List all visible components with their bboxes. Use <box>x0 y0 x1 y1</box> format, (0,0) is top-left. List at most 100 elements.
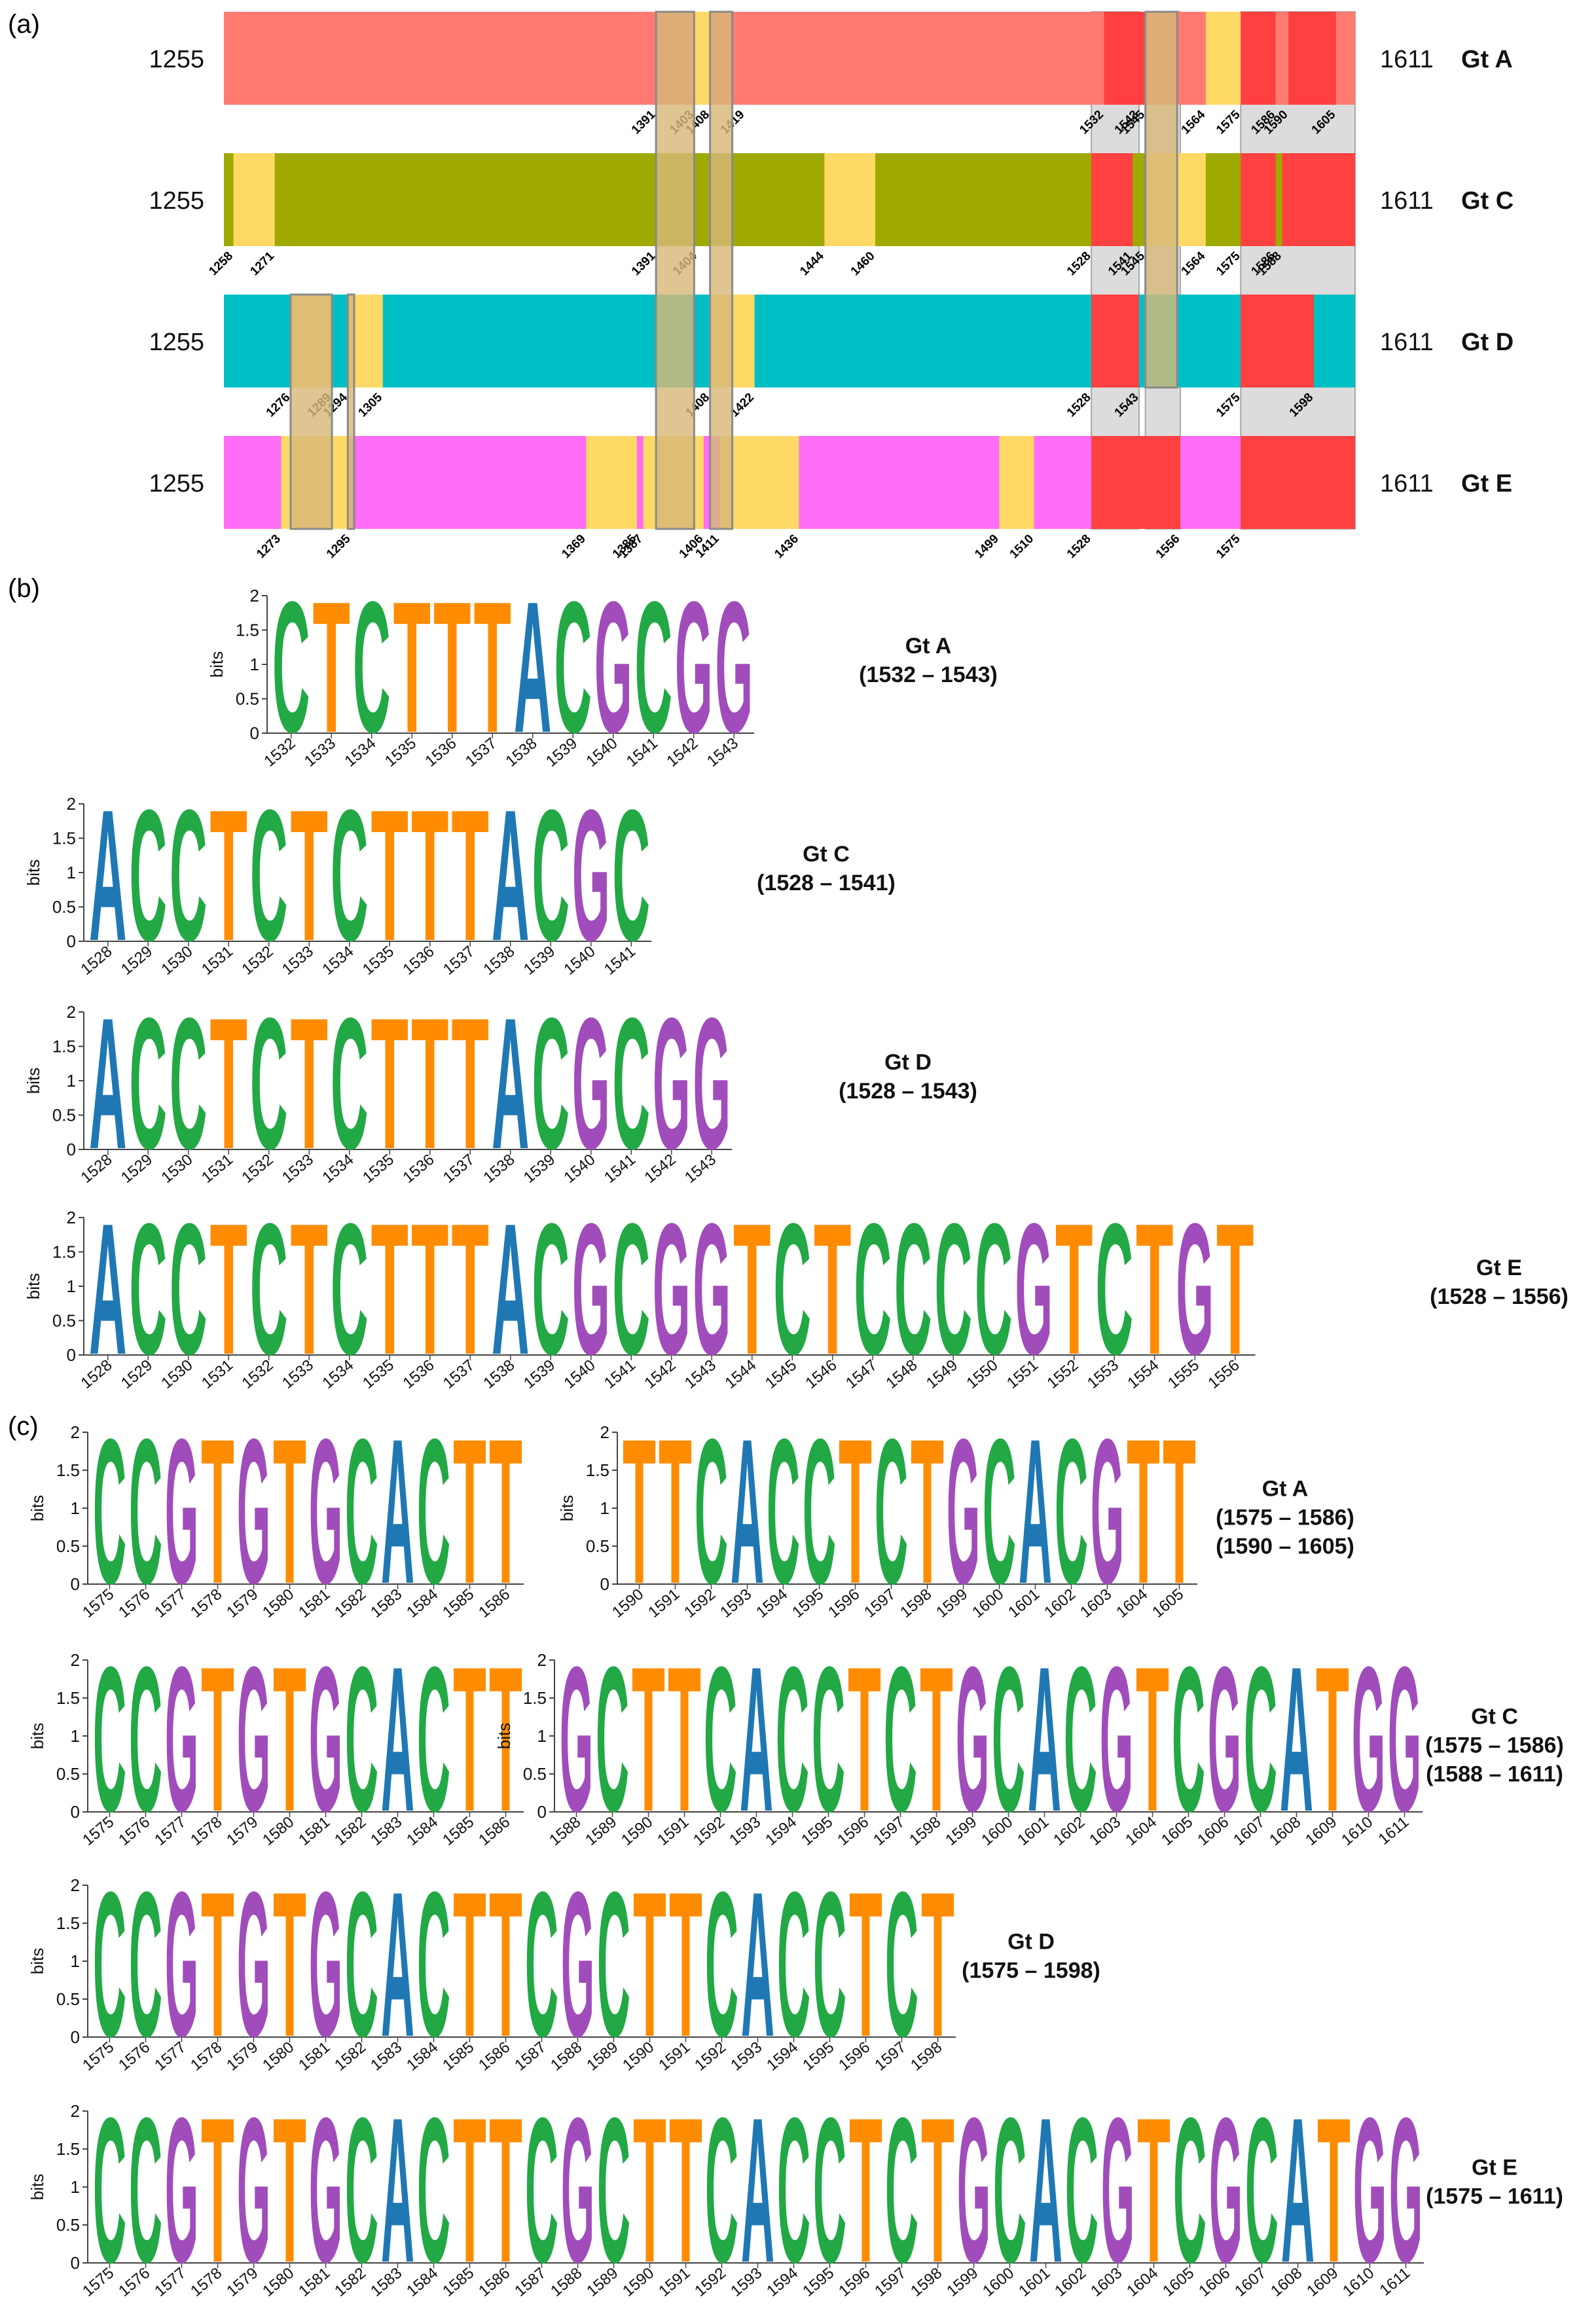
logo-y-tick-label: 0.5 <box>52 1106 76 1125</box>
segment-red-gtA-1 <box>1104 12 1139 105</box>
logo-range-label: (1532 – 1543) <box>859 662 998 687</box>
logo-y-tick-label: 0.5 <box>236 689 259 709</box>
logo-y-tick-label: 1.5 <box>56 1688 80 1708</box>
segment-red-gtC-4 <box>1241 153 1276 246</box>
logo-y-tick-label: 1 <box>71 2177 80 2197</box>
logo-genotype-label: Gt C <box>1471 1704 1518 1729</box>
position-tick-label: 1556 <box>1153 532 1183 562</box>
logo-y-tick-label: 2 <box>67 1002 76 1022</box>
position-tick-label: 1391 <box>629 107 659 137</box>
track-name-label: Gt A <box>1461 46 1513 73</box>
logo-y-tick-label: 1 <box>67 863 76 882</box>
logo-y-tick-label: 0 <box>71 2027 80 2047</box>
logo-range-label-2: (1588 – 1611) <box>1426 1761 1563 1786</box>
segment-yellow-gtA-0 <box>694 12 710 105</box>
logo-range-label: (1528 – 1541) <box>757 871 896 895</box>
logo-y-tick-label: 1.5 <box>586 1460 609 1480</box>
logo-y-tick-label: 2 <box>67 1208 76 1227</box>
track-start-label: 1255 <box>149 46 204 73</box>
logo-y-axis-label: bits <box>27 1723 47 1749</box>
logo-y-tick-label: 0.5 <box>56 1764 80 1784</box>
segment-yellow-gtE-1 <box>586 436 638 529</box>
logo-y-axis-label: bits <box>24 1273 43 1299</box>
logo-genotype-label: Gt A <box>905 634 952 659</box>
logo-y-tick-label: 1.5 <box>52 829 76 848</box>
segment-yellow-gtA-3 <box>1205 12 1241 105</box>
track-name-label: Gt C <box>1461 187 1514 215</box>
logo-y-tick-label: 2 <box>71 1422 80 1442</box>
position-tick-label: 1391 <box>629 249 659 278</box>
logo-genotype-label: Gt D <box>884 1050 932 1075</box>
logo-genotype-label: Gt C <box>803 842 850 867</box>
logo-range-label: (1528 – 1543) <box>839 1079 977 1104</box>
logo-y-tick-label: 1 <box>250 655 259 674</box>
segment-red-gtD-3 <box>1091 295 1139 388</box>
position-tick-label: 1444 <box>797 249 827 278</box>
logo-y-axis-label: bits <box>27 2174 47 2200</box>
segment-red-gtE-6 <box>1241 436 1355 529</box>
logo-y-tick-label: 1.5 <box>236 621 259 640</box>
logo-y-tick-label: 1.5 <box>56 2139 80 2159</box>
logo-y-tick-label: 1 <box>71 1951 80 1971</box>
logo-y-tick-label: 1 <box>71 1726 80 1746</box>
overlap-box-3 <box>346 293 355 530</box>
logo-range-label: (1528 – 1556) <box>1430 1284 1569 1309</box>
logo-y-tick-label: 0.5 <box>586 1536 609 1556</box>
logo-y-tick-label: 0 <box>71 2253 80 2273</box>
logo-y-tick-label: 0.5 <box>52 897 76 917</box>
logo-y-tick-label: 2 <box>250 586 259 605</box>
logo-y-tick-label: 0 <box>71 1574 80 1594</box>
track-end-label: 1611 <box>1380 46 1434 73</box>
overlap-box-1 <box>709 10 734 530</box>
track-start-label: 1255 <box>149 470 204 497</box>
position-tick-label: 1564 <box>1179 107 1208 137</box>
logo-y-tick-label: 0.5 <box>56 1989 80 2009</box>
panel-label-b: (b) <box>8 574 40 603</box>
logo-y-tick-label: 1 <box>67 1276 76 1296</box>
logo-y-tick-label: 0 <box>537 1802 547 1822</box>
logo-y-tick-label: 1.5 <box>52 1242 76 1262</box>
track-start-label: 1255 <box>149 187 204 215</box>
segment-red-gtC-5 <box>1282 153 1355 246</box>
position-tick-label: 1305 <box>355 390 385 420</box>
logo-y-tick-label: 0.5 <box>52 1311 76 1331</box>
segment-red-gtE-5 <box>1091 436 1181 529</box>
logo-y-tick-label: 1.5 <box>523 1688 547 1708</box>
segment-red-gtC-2 <box>1091 153 1133 246</box>
logo-genotype-label: Gt E <box>1476 1255 1522 1280</box>
track-bar-gtA <box>224 12 1355 105</box>
position-tick-label: 1564 <box>1179 249 1208 278</box>
position-tick-label: 1295 <box>324 532 354 561</box>
position-tick-label: 1369 <box>559 532 589 562</box>
position-tick-label: 1276 <box>264 391 293 420</box>
position-tick-label: 1575 <box>1214 532 1243 561</box>
logo-y-tick-label: 2 <box>71 2101 80 2121</box>
logo-y-axis-label: bits <box>494 1723 514 1749</box>
logo-y-tick-label: 2 <box>67 794 76 814</box>
segment-red-gtA-4 <box>1241 12 1276 105</box>
position-tick-label: 1499 <box>972 532 1002 562</box>
segment-red-gtA-5 <box>1288 12 1336 105</box>
position-tick-label: 1575 <box>1214 107 1243 137</box>
logo-y-tick-label: 0 <box>600 1574 609 1594</box>
logo-genotype-label: Gt D <box>1007 1929 1055 1954</box>
position-tick-label: 1271 <box>247 249 277 278</box>
overlap-box-0 <box>655 10 695 530</box>
logo-y-tick-label: 1.5 <box>56 1460 80 1480</box>
logo-y-tick-label: 1 <box>67 1071 76 1091</box>
logo-y-tick-label: 0 <box>71 1802 80 1822</box>
position-tick-label: 1436 <box>772 532 801 562</box>
